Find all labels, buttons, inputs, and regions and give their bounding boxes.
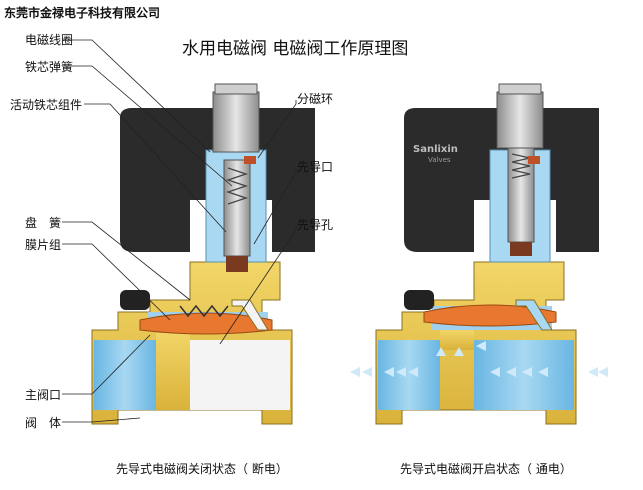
flow-arrows: [350, 341, 608, 377]
stem-left: [212, 91, 260, 153]
water-inlet-right: [378, 340, 440, 410]
outlet-chamber-right: [474, 340, 574, 410]
label-pilot-port: 先导口: [297, 160, 334, 174]
label-core-spring: 铁芯弹簧: [25, 60, 74, 74]
brand-name: Sanlixin: [413, 144, 458, 155]
label-coil: 电磁线圈: [25, 33, 74, 47]
disc-spring-left: [179, 304, 229, 318]
label-disc-spring: 盘 簧: [25, 216, 62, 230]
label-moving-core: 活动铁芯组件: [10, 98, 83, 112]
label-diaphragm: 膜片组: [25, 238, 62, 252]
outlet-chamber-left: [190, 340, 290, 410]
caption-open: 先导式电磁阀开启状态（ 通电）: [400, 462, 572, 476]
label-pilot-hole: 先导孔: [297, 218, 334, 232]
diaphragm-left: [139, 312, 273, 335]
leader-lines: [62, 39, 297, 423]
stem-right: [496, 91, 544, 149]
open-valve: [350, 83, 608, 425]
company-name: 东莞市金禄电子科技有限公司: [4, 6, 161, 20]
brand-sub: Valves: [428, 156, 451, 164]
label-shading-ring: 分磁环: [297, 92, 334, 106]
water-inlet-left: [94, 340, 156, 410]
closed-valve: [91, 83, 315, 425]
diagram-title: 水用电磁阀 电磁阀工作原理图: [182, 39, 409, 59]
label-valve-body: 阀 体: [25, 416, 62, 430]
core-spring-left: [225, 167, 249, 205]
diaphragm-right: [423, 304, 557, 327]
label-main-port: 主阀口: [25, 388, 62, 402]
moving-core-left: [223, 159, 251, 257]
caption-closed: 先导式电磁阀关闭状态（ 断电）: [116, 462, 288, 476]
